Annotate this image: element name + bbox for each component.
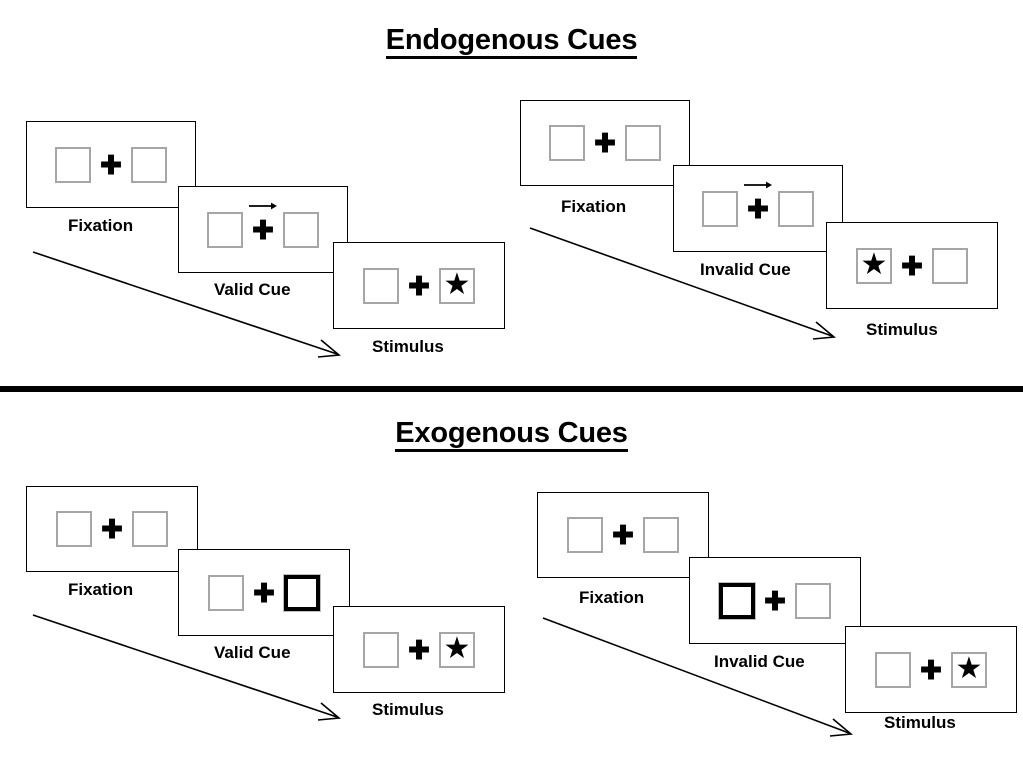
placeholder-square-right [625, 125, 661, 161]
step-caption-fixation: Fixation [561, 197, 627, 216]
trial-frame-stimulus: ✚ ★ [845, 626, 1017, 713]
placeholder-square-left [363, 631, 399, 668]
step-caption-invalid-cue: Invalid Cue [714, 652, 805, 671]
trial-frame-fixation: ✚ [537, 492, 709, 578]
step-caption-fixation: Fixation [68, 580, 134, 599]
placeholder-square-right [132, 511, 168, 547]
fixation-cross: ✚ [92, 516, 132, 542]
trial-frame-valid-cue: ✚ [178, 186, 348, 273]
fixation-cross-glyph: ✚ [408, 634, 430, 665]
trial-frame-stimulus: ✚ ★ [333, 242, 505, 329]
fixation-cross-glyph: ✚ [101, 514, 123, 544]
fixation-cross-glyph: ✚ [252, 214, 274, 245]
section-title-endogenous-text: Endogenous Cues [385, 25, 637, 60]
placeholder-square-left [208, 574, 244, 611]
placeholder-square-left: ★ [856, 247, 892, 284]
placeholder-square-left [875, 651, 911, 688]
step-caption-stimulus: Stimulus [372, 337, 444, 356]
stimulus-star-right: ★ [443, 268, 471, 301]
fixation-cross-glyph: ✚ [920, 654, 942, 685]
fixation-cross: ✚ [243, 202, 283, 245]
fixation-cross-glyph: ✚ [901, 250, 923, 281]
placeholder-square-left [702, 190, 738, 227]
trial-frame-fixation: ✚ [26, 486, 198, 572]
placeholder-square-right [131, 146, 167, 183]
cue-arrow-right-icon [744, 181, 772, 188]
fixation-cross: ✚ [244, 580, 284, 606]
section-title-exogenous: Exogenous Cues [0, 417, 1023, 453]
trial-frame-stimulus: ★ ✚ [826, 222, 998, 309]
fixation-cross: ✚ [738, 181, 778, 224]
placeholder-square-left [56, 511, 92, 547]
step-caption-valid-cue: Valid Cue [214, 643, 291, 662]
step-caption-fixation: Fixation [68, 216, 134, 235]
section-title-endogenous: Endogenous Cues [0, 24, 1023, 60]
fixation-cross: ✚ [911, 657, 951, 683]
trial-frame-invalid-cue: ✚ [673, 165, 843, 252]
stimulus-star-left: ★ [860, 248, 888, 281]
trial-frame-invalid-cue: ✚ [689, 557, 861, 644]
fixation-cross-glyph: ✚ [747, 193, 769, 224]
fixation-cross-glyph: ✚ [253, 577, 275, 608]
fixation-cross-glyph: ✚ [408, 270, 430, 301]
placeholder-square-right: ★ [439, 631, 475, 668]
fixation-cross-glyph: ✚ [594, 128, 616, 158]
section-title-exogenous-text: Exogenous Cues [395, 418, 628, 453]
cued-square-left [719, 582, 755, 619]
placeholder-square-right [643, 517, 679, 553]
placeholder-square-left [363, 267, 399, 304]
placeholder-square-left [207, 211, 243, 248]
step-caption-invalid-cue: Invalid Cue [700, 260, 791, 279]
placeholder-square-right [283, 211, 319, 248]
trial-frame-fixation: ✚ [26, 121, 196, 208]
placeholder-square-left [567, 517, 603, 553]
placeholder-square-right: ★ [951, 651, 987, 688]
step-caption-stimulus: Stimulus [372, 700, 444, 719]
step-caption-valid-cue: Valid Cue [214, 280, 291, 299]
placeholder-square-right [795, 582, 831, 619]
fixation-cross-glyph: ✚ [100, 149, 122, 180]
fixation-cross: ✚ [91, 152, 131, 178]
placeholder-square-right [778, 190, 814, 227]
fixation-cross-glyph: ✚ [764, 585, 786, 616]
trial-frame-valid-cue: ✚ [178, 549, 350, 636]
step-caption-stimulus: Stimulus [866, 320, 938, 339]
placeholder-square-right [932, 247, 968, 284]
placeholder-square-left [55, 146, 91, 183]
fixation-cross: ✚ [892, 253, 932, 279]
section-divider [0, 386, 1023, 392]
placeholder-square-right: ★ [439, 267, 475, 304]
fixation-cross: ✚ [603, 522, 643, 548]
cue-arrow-right-icon [249, 202, 277, 209]
fixation-cross: ✚ [755, 588, 795, 614]
placeholder-square-left [549, 125, 585, 161]
stimulus-star-right: ★ [955, 652, 983, 685]
fixation-cross-glyph: ✚ [612, 520, 634, 550]
step-caption-fixation: Fixation [579, 588, 645, 607]
fixation-cross: ✚ [585, 130, 625, 156]
cued-square-right [284, 574, 320, 611]
trial-frame-stimulus: ✚ ★ [333, 606, 505, 693]
trial-frame-fixation: ✚ [520, 100, 690, 186]
fixation-cross: ✚ [399, 273, 439, 299]
fixation-cross: ✚ [399, 637, 439, 663]
stimulus-star-right: ★ [443, 632, 471, 665]
step-caption-stimulus: Stimulus [884, 713, 956, 732]
